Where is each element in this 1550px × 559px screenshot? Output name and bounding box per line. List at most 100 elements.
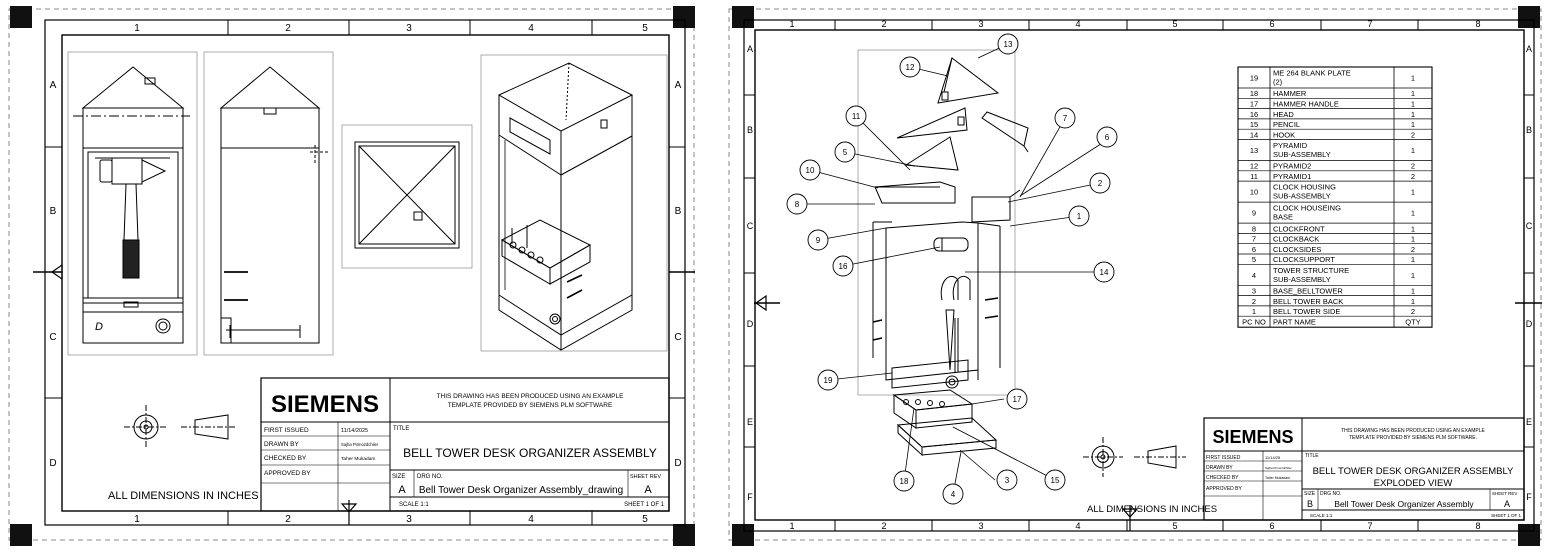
svg-text:D: D [95,321,103,333]
balloon-6: 6 [1096,126,1118,148]
bom-part-name: PENCIL [1273,120,1300,129]
bom-part-name-line2: SUB-ASSEMBLY [1273,275,1331,284]
balloon-number: 8 [795,200,800,209]
first-issued-value-2: 11/14/25 [1265,455,1281,460]
s2-col-5: 5 [1172,19,1177,29]
centering-marks-2 [754,294,1542,531]
sheet-1-canvas: 1 2 3 4 5 1 2 3 4 5 A B C D A B C D [8,6,695,546]
drawing-title-2-line2: EXPLODED VIEW [1374,478,1453,489]
bom-pc-no: 11 [1250,172,1258,181]
balloon-7: 7 [1054,107,1076,129]
sheet-of-value: SHEET 1 OF 1 [624,502,665,508]
s2-col-7: 7 [1367,19,1372,29]
balloon-8: 8 [786,193,808,215]
drawing-title-2-line1: BELL TOWER DESK ORGANIZER ASSEMBLY [1313,466,1514,477]
drawing-sheet-1: 1 2 3 4 5 1 2 3 4 5 A B C D A B C D [0,0,705,554]
sheet-rev-label-2: SHEET REV [1492,491,1517,496]
bom-row: 16 HEAD 1 [1250,110,1415,119]
balloon-number: 10 [806,166,815,175]
row-label-d-right: D [674,458,681,469]
checked-by-value: Taher Mukadam [341,456,375,462]
s2-row-e: E [747,417,753,427]
title-block: SIEMENS THIS DRAWING HAS BEEN PRODUCED U… [260,377,670,512]
balloon-number: 5 [843,148,848,157]
bom-part-name-line2: SUB-ASSEMBLY [1273,192,1331,201]
bom-part-name: PYRAMID1 [1273,172,1311,181]
top-view [341,124,473,269]
template-notice-line2: TEMPLATE PROVIDED BY SIEMENS PLM SOFTWAR… [448,402,613,409]
s2-col-4-bottom: 4 [1075,521,1080,531]
s2-col-5-bottom: 5 [1172,521,1177,531]
bom-qty: 1 [1411,89,1415,98]
bom-qty: 1 [1411,235,1415,244]
bom-part-name: CLOCKFRONT [1273,224,1325,233]
bom-part-name-line2: BASE [1273,213,1293,222]
balloon-19: 19 [817,369,839,391]
approved-by-label: APPROVED BY [264,470,311,477]
col-label-2: 2 [285,23,291,34]
bom-pc-no: 10 [1250,188,1258,197]
balloon-number: 17 [1013,395,1022,404]
bom-pc-no: 6 [1252,245,1256,254]
bom-part-name: ME 264 BLANK PLATE [1273,69,1351,78]
col-label-4: 4 [528,23,534,34]
balloon-leaders [797,43,1108,495]
bom-qty: 1 [1411,146,1415,155]
balloon-number: 11 [852,112,861,121]
bom-part-name: PYRAMID2 [1273,162,1311,171]
row-label-a-right: A [675,80,682,91]
col-label-3: 3 [406,23,412,34]
row-label-c-right: C [674,332,681,343]
col-label-1-bottom: 1 [134,514,140,525]
row-label-b: B [50,206,57,217]
s2-row-d: D [747,319,754,329]
row-label-a: A [50,80,57,91]
s2-col-2-bottom: 2 [881,521,886,531]
balloon-1: 1 [1068,205,1090,227]
front-view: D [67,51,198,356]
bom-part-name: HOOK [1273,130,1295,139]
units-note-2: ALL DIMENSIONS IN INCHES [1087,504,1217,515]
bom-header-part-name: PART NAME [1273,318,1316,327]
bom-qty: 2 [1411,245,1415,254]
bom-part-name: CLOCKBACK [1273,235,1319,244]
projection-symbol [124,405,237,449]
bom-header-pc-no: PC NO [1242,318,1266,327]
col-label-5: 5 [642,23,648,34]
checked-by-value-2: Taher Mukadam [1265,476,1290,480]
approved-by-label-2: APPROVED BY [1206,486,1243,492]
s2-col-8-bottom: 8 [1475,521,1480,531]
drg-no-label: DRG NO. [417,474,443,480]
bom-pc-no: 17 [1250,99,1258,108]
balloon-3: 3 [996,469,1018,491]
bom-part-name: HEAD [1273,110,1294,119]
s2-row-b-right: B [1526,125,1532,135]
balloon-number: 16 [839,262,848,271]
s2-row-b: B [747,125,753,135]
bom-part-name: BELL TOWER BACK [1273,297,1343,306]
bom-pc-no: 12 [1250,162,1258,171]
bom-pc-no: 4 [1252,271,1256,280]
balloon-12: 12 [899,56,921,78]
bom-pc-no: 2 [1252,297,1256,306]
bom-qty: 2 [1411,307,1415,316]
bom-part-name: CLOCKSUPPORT [1273,255,1335,264]
bom-qty: 1 [1411,110,1415,119]
s2-row-f: F [747,492,753,502]
s2-row-a-right: A [1526,44,1532,54]
balloon-16: 16 [832,255,854,277]
drawn-by-label: DRAWN BY [264,441,299,448]
bom-pc-no: 16 [1250,110,1258,119]
bom-qty: 1 [1411,99,1415,108]
